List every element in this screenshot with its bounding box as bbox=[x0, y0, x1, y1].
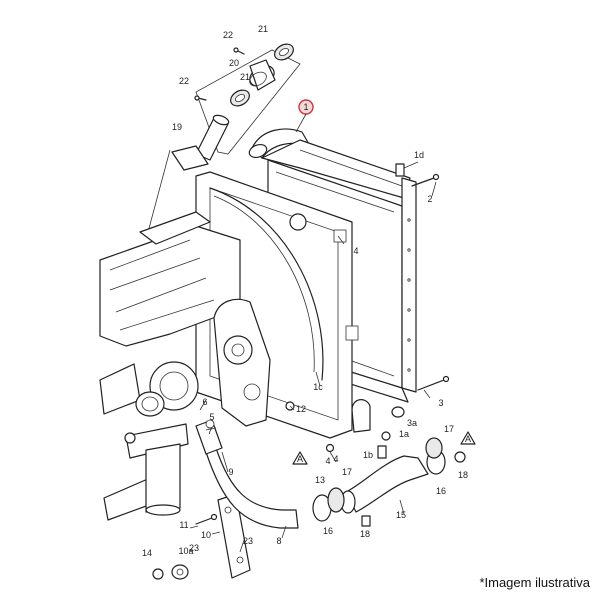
callout-label-10a: 10a bbox=[178, 546, 193, 556]
callout-label-4: 4 bbox=[325, 456, 330, 466]
callout-label-6: 6 bbox=[202, 397, 207, 407]
callout-label-20: 20 bbox=[229, 58, 239, 68]
warning-triangle-left: A bbox=[292, 451, 308, 465]
callout-label-13: 13 bbox=[315, 475, 325, 485]
callout-label-3a: 3a bbox=[407, 418, 417, 428]
bolt-part-18-right bbox=[454, 451, 466, 463]
hose-clamp-part-21-lower bbox=[230, 89, 250, 107]
nut-part-14 bbox=[152, 568, 164, 580]
callout-label-23: 23 bbox=[189, 543, 199, 553]
bolt-part-2 bbox=[411, 173, 440, 187]
illustrative-image-caption: *Imagem ilustrativa bbox=[479, 575, 590, 590]
callout-label-5: 5 bbox=[209, 412, 214, 422]
callout-label-2: 2 bbox=[427, 194, 432, 204]
callout-label-9: 9 bbox=[228, 467, 233, 477]
callout-label-7: 7 bbox=[207, 426, 212, 436]
callout-label-18: 18 bbox=[360, 529, 370, 539]
warning-symbol-right: A bbox=[465, 434, 471, 444]
callout-label-17: 17 bbox=[444, 424, 454, 434]
callout-label-1: 1 bbox=[303, 102, 308, 112]
callout-label-8: 8 bbox=[276, 536, 281, 546]
clamp-part-17-left bbox=[327, 487, 345, 513]
pipe-part-19 bbox=[171, 114, 230, 171]
callout-label-19: 19 bbox=[172, 122, 182, 132]
bushing-part-10a bbox=[171, 564, 189, 580]
callout-label-21: 21 bbox=[258, 24, 268, 34]
callout-label-1d: 1d bbox=[414, 150, 424, 160]
engine-block bbox=[99, 211, 241, 521]
callout-label-4: 4 bbox=[333, 454, 338, 464]
hose-part-15 bbox=[340, 455, 429, 514]
clamp-part-17-right bbox=[425, 437, 443, 459]
callout-label-15: 15 bbox=[396, 510, 406, 520]
filter-housing bbox=[124, 423, 189, 516]
callout-label-22: 22 bbox=[179, 76, 189, 86]
warning-symbol-left: A bbox=[297, 454, 303, 464]
callout-label-17: 17 bbox=[342, 467, 352, 477]
hose-part-8 bbox=[205, 447, 299, 529]
callout-label-16: 16 bbox=[323, 526, 333, 536]
bolt-part-3 bbox=[417, 375, 450, 391]
hose-clamp-part-21-top bbox=[274, 43, 294, 61]
callout-label-22: 22 bbox=[223, 30, 233, 40]
callout-label-10: 10 bbox=[201, 530, 211, 540]
nut-part-1a bbox=[381, 431, 391, 441]
callout-label-16: 16 bbox=[436, 486, 446, 496]
callout-label-21: 21 bbox=[240, 72, 250, 82]
timing-cover bbox=[213, 298, 271, 427]
callout-label-1a: 1a bbox=[399, 429, 409, 439]
bolt-part-11 bbox=[195, 513, 218, 525]
callout-label-1b: 1b bbox=[363, 450, 373, 460]
nut-part-4-lower bbox=[325, 443, 335, 453]
bolt-part-22-left bbox=[194, 95, 207, 101]
callout-label-3: 3 bbox=[438, 398, 443, 408]
hose-coupler-part-20 bbox=[249, 59, 276, 91]
callout-label-11: 11 bbox=[179, 520, 188, 530]
callout-label-1c: 1c bbox=[313, 382, 323, 392]
callout-label-23: 23 bbox=[243, 536, 253, 546]
leader-19-group bbox=[147, 149, 171, 233]
callout-label-4: 4 bbox=[353, 246, 358, 256]
washer-part-3a bbox=[391, 406, 405, 418]
callout-leaders bbox=[189, 113, 437, 553]
callout-label-12: 12 bbox=[296, 404, 306, 414]
callout-label-14: 14 bbox=[142, 548, 152, 558]
turbocharger bbox=[135, 361, 199, 417]
warning-triangle-right: A bbox=[460, 431, 476, 445]
callout-label-18: 18 bbox=[458, 470, 468, 480]
fitting-part-1b bbox=[377, 445, 387, 459]
bolt-part-22-top bbox=[233, 47, 245, 55]
bolt-part-18-left bbox=[361, 515, 371, 527]
hose-connector-part-5-7 bbox=[195, 419, 223, 455]
